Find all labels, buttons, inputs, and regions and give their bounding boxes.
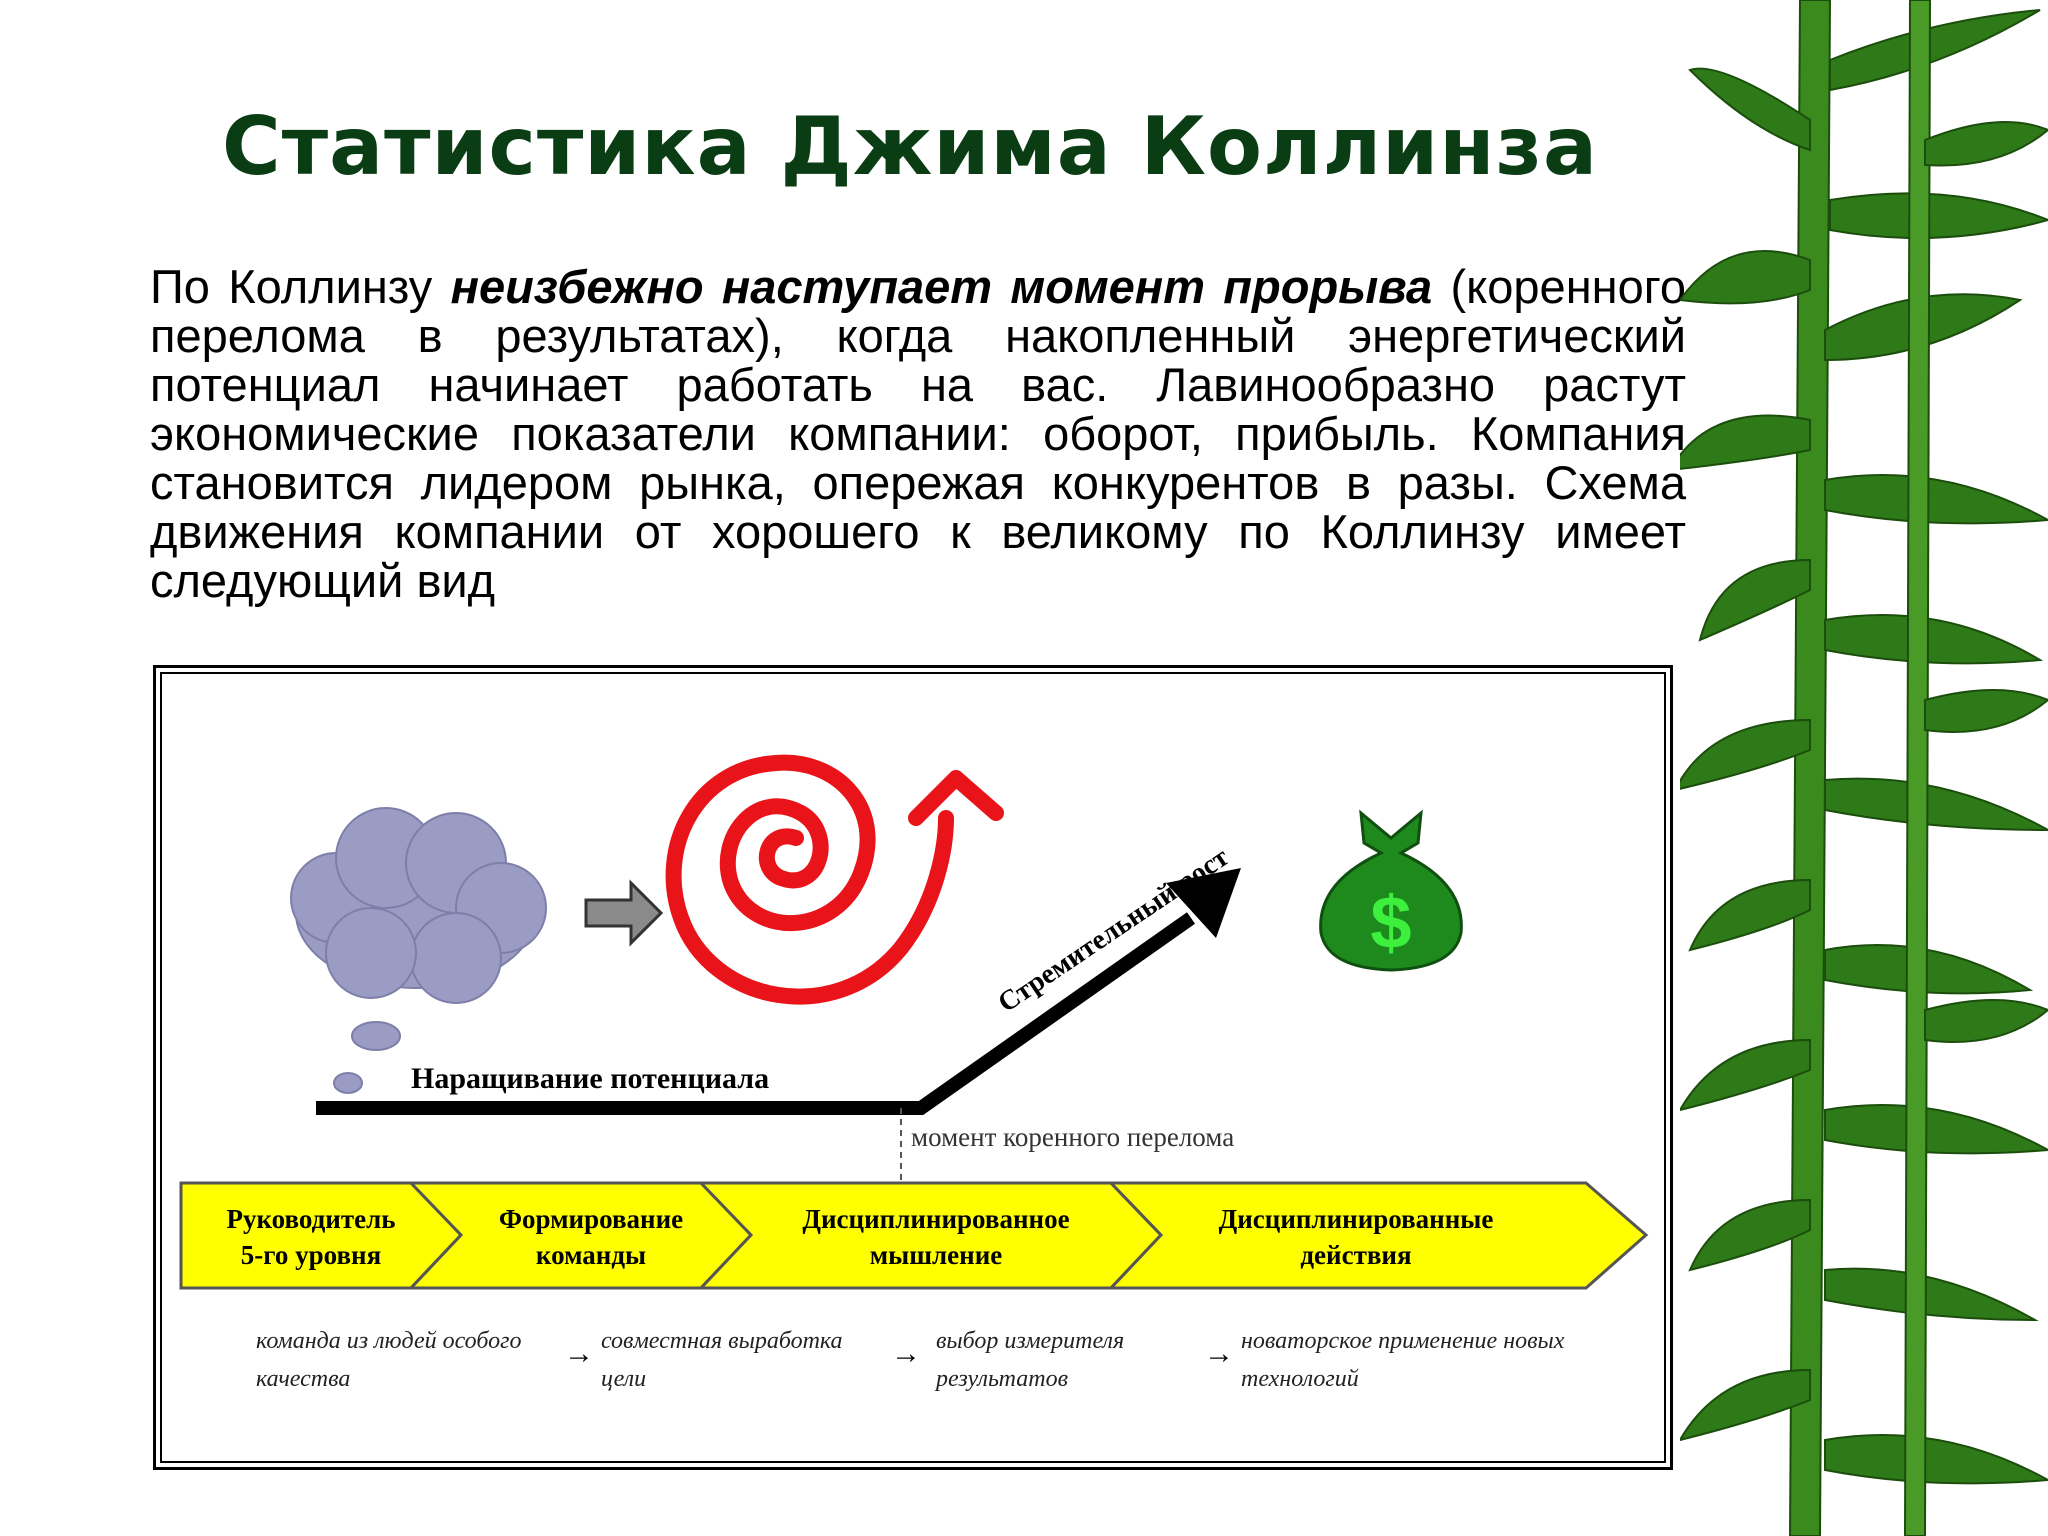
bamboo-decoration <box>1680 0 2048 1536</box>
stage-label: команды <box>536 1240 646 1270</box>
stage-note: цели <box>601 1366 646 1392</box>
stage-note: новаторское применение новых <box>1241 1328 1565 1354</box>
stage-chevron <box>407 1181 754 1290</box>
growth-line <box>316 868 1241 1183</box>
breakthrough-label: момент коренного перелома <box>911 1122 1234 1152</box>
stage-label: Руководитель <box>226 1204 395 1234</box>
stage-label: мышление <box>870 1240 1003 1270</box>
stage-label: Дисциплинированное <box>802 1204 1069 1234</box>
note-arrow-icon: → <box>1204 1337 1234 1370</box>
spiral-icon <box>665 754 1004 1005</box>
note-arrow-icon: → <box>891 1337 921 1370</box>
stage-label: 5-го уровня <box>241 1240 381 1270</box>
paragraph-intro: По Коллинзу <box>150 260 451 313</box>
baseline-label: Наращивание потенциала <box>411 1062 769 1095</box>
paragraph-rest: (коренного перелома в результатах), когд… <box>150 260 1686 607</box>
stage-chevron <box>1107 1181 1649 1290</box>
stage-chevrons: Руководитель 5-го уровня Формирование коман… <box>179 1181 1649 1290</box>
stage-label: действия <box>1300 1240 1411 1270</box>
cloud-icon <box>290 807 547 1094</box>
note-arrow-icon: → <box>564 1337 594 1370</box>
slide-title: Статистика Джима Коллинза <box>222 100 1598 193</box>
money-bag-icon: $ <box>1319 809 1463 972</box>
stage-note: качества <box>256 1366 350 1392</box>
stage-note: технологий <box>1241 1366 1359 1392</box>
stage-label: Дисциплинированные <box>1219 1204 1494 1234</box>
body-paragraph: По Коллинзу неизбежно наступает момент п… <box>150 262 1686 605</box>
stage-note: совместная выработка <box>601 1328 843 1354</box>
stage-note: выбор измерителя <box>936 1328 1124 1354</box>
arrow-right-icon <box>584 879 664 947</box>
money-symbol: $ <box>1370 881 1411 964</box>
stage-note: результатов <box>934 1366 1068 1392</box>
stage-notes: команда из людей особого качества → совмест… <box>256 1328 1565 1392</box>
paragraph-emphasis: неизбежно наступает момент прорыва <box>450 260 1433 313</box>
stage-chevron <box>179 1181 464 1290</box>
stage-label: Формирование <box>499 1204 683 1234</box>
diagram-frame: Наращивание потенциала Стремительный рос… <box>153 665 1673 1470</box>
growth-label: Стремительный рост <box>993 842 1235 1019</box>
stage-note: команда из людей особого <box>256 1328 521 1354</box>
stage-chevron <box>697 1181 1164 1290</box>
growth-diagram: Наращивание потенциала Стремительный рос… <box>179 754 1649 1392</box>
